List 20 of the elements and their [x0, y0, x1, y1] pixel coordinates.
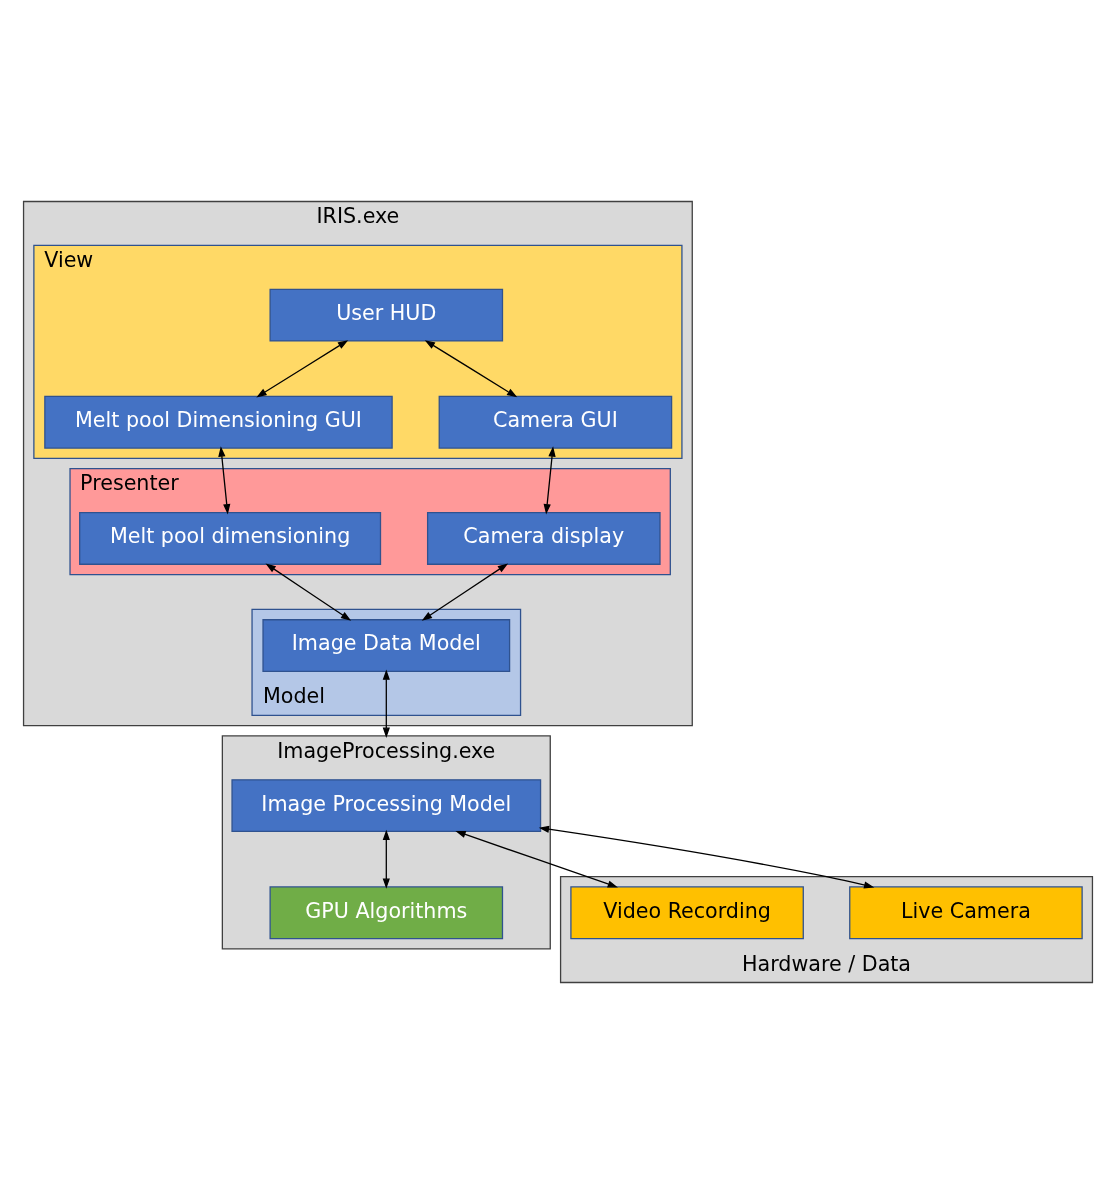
node-box: Image Processing Model	[231, 779, 542, 833]
node-box: Melt pool Dimensioning GUI	[44, 395, 393, 449]
node-box: Melt pool dimensioning	[79, 511, 382, 565]
node-box: Image Data Model	[262, 619, 511, 673]
arrow	[538, 825, 875, 889]
arrow	[543, 446, 556, 515]
node-box: GPU Algorithms	[269, 886, 504, 940]
arrow	[218, 446, 231, 515]
node-box: Live Camera	[849, 886, 1083, 940]
node-box: User HUD	[269, 288, 504, 342]
arrow	[455, 830, 618, 888]
arrow	[256, 340, 349, 398]
arrow	[382, 669, 390, 738]
node-box: Video Recording	[570, 886, 804, 940]
node-box: Camera GUI	[438, 395, 673, 449]
arrow	[265, 563, 352, 621]
arrow	[424, 340, 518, 398]
arrow	[421, 563, 509, 621]
node-box: Camera display	[426, 511, 661, 565]
arrow	[382, 829, 390, 889]
